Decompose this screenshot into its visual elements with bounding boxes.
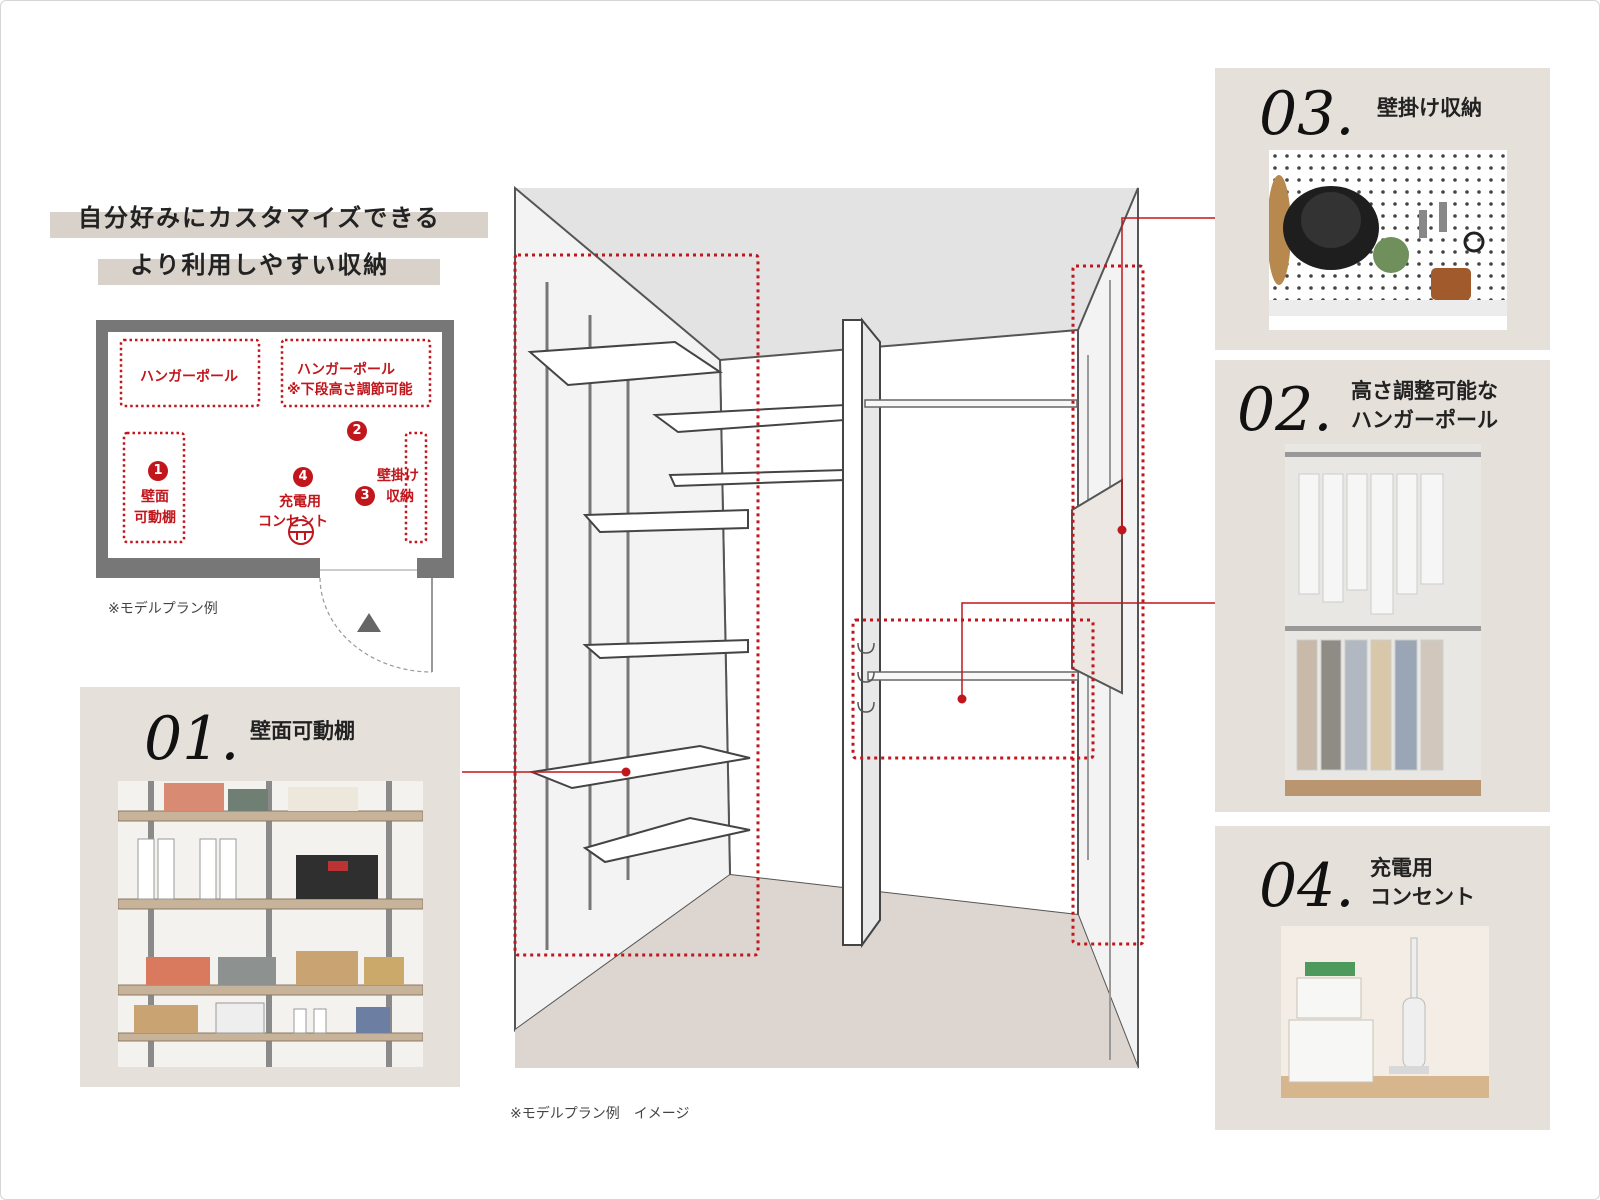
feature-card-01: 01. 壁面可動棚 — [80, 687, 460, 1087]
closet-illustration — [513, 185, 1145, 1069]
plan-label-hanger-right-2: ※下段高さ調節可能 — [287, 382, 413, 398]
illustration-note: ※モデルプラン例 イメージ — [510, 1106, 690, 1122]
floor-plan-diagram — [96, 320, 454, 673]
plan-label-wall-2: 収納 — [386, 489, 414, 505]
feature-card-04: 04. 充電用 コンセント — [1215, 826, 1550, 1130]
plan-badge-2: 2 — [347, 421, 367, 441]
ceiling — [515, 188, 1138, 360]
feature-number-04: 04. — [1259, 851, 1355, 921]
floor — [515, 875, 1138, 1068]
headline-line-2: より利用しやすい収納 — [130, 251, 390, 279]
feature-title-04-line-2: コンセント — [1370, 885, 1475, 909]
plan-label-hanger-right-1: ハンガーポール — [297, 362, 395, 378]
headline-band-2 — [98, 259, 440, 285]
stud-marks — [857, 642, 875, 713]
plan-label-hanger-left: ハンガーポール — [140, 369, 238, 385]
feature-title-02-line-1: 高さ調整可能な — [1351, 379, 1498, 403]
feature-card-02: 02. 高さ調整可能な ハンガーポール — [1215, 360, 1550, 812]
feature-title-02-line-2: ハンガーポール — [1351, 408, 1498, 432]
shelf-rails — [545, 282, 630, 950]
plan-label-shelf-1: 壁面 — [141, 489, 169, 505]
plan-label-outlet-1: 充電用 — [279, 494, 321, 510]
feature-number-02: 02. — [1237, 375, 1333, 445]
feature-title-03: 壁掛け収納 — [1377, 96, 1482, 120]
plan-label-outlet-2: コンセント — [258, 514, 328, 530]
floor-plan-zones — [119, 338, 432, 544]
photo-wall-shelves — [118, 781, 423, 1067]
hanger-pole-lower — [867, 671, 1079, 681]
plan-label-wall-1: 壁掛け — [377, 468, 419, 484]
plan-badge-1: 1 — [148, 461, 168, 481]
outlet-icon — [288, 519, 314, 545]
photo-charging-outlet — [1281, 926, 1489, 1098]
entrance-arrow-icon — [357, 613, 381, 632]
feature-title-04-line-1: 充電用 — [1370, 856, 1433, 880]
wall-shelves — [527, 340, 846, 864]
plan-badge-4: 4 — [293, 467, 313, 487]
feature-card-03: 03. 壁掛け収納 — [1215, 68, 1550, 350]
hanger-pole-upper — [864, 399, 1078, 408]
photo-pegboard — [1269, 150, 1507, 330]
highlight-zones — [513, 253, 1145, 957]
feature-title-01: 壁面可動棚 — [250, 719, 355, 743]
plan-label-shelf-2: 可動棚 — [134, 510, 176, 526]
photo-hanger-poles — [1285, 444, 1481, 796]
feature-number-03: 03. — [1259, 79, 1355, 149]
pegboard — [1071, 478, 1123, 695]
feature-number-01: 01. — [144, 704, 240, 774]
headline-line-1: 自分好みにカスタマイズできる — [78, 204, 441, 232]
partition-panel-side — [861, 317, 881, 949]
plan-badge-3: 3 — [355, 486, 375, 506]
floor-plan-note: ※モデルプラン例 — [108, 601, 218, 617]
headline-band-1 — [50, 212, 488, 238]
